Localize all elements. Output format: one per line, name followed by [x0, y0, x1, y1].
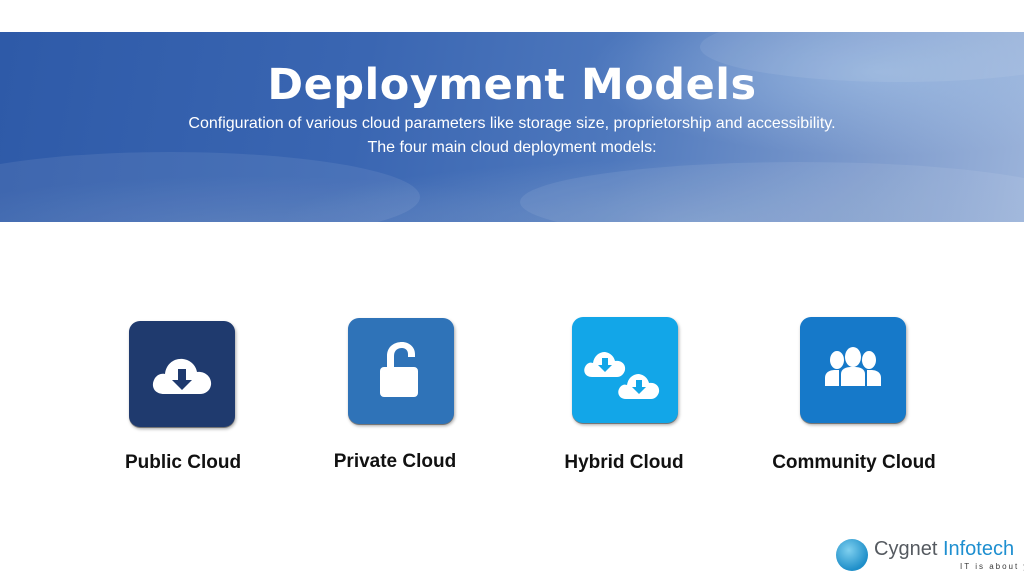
logo-name-part1: Cygnet	[874, 538, 943, 560]
swan-logo-icon	[836, 539, 868, 571]
private-cloud-label: Private Cloud	[333, 451, 457, 472]
cygnet-infotech-logo: Cygnet Infotech IT is about you	[836, 537, 1024, 573]
two-clouds-download-icon	[584, 352, 660, 399]
hybrid-cloud-label: Hybrid Cloud	[564, 452, 684, 473]
community-cloud-label: Community Cloud	[772, 452, 936, 473]
unlocked-padlock-icon	[380, 342, 418, 397]
public-cloud-label: Public Cloud	[124, 452, 242, 473]
logo-tagline: IT is about you	[960, 562, 1024, 571]
logo-name: Cygnet Infotech	[874, 538, 1014, 561]
community-cloud-tile	[800, 317, 906, 423]
cloud-download-icon	[152, 358, 212, 394]
hybrid-cloud-tile	[572, 317, 678, 423]
page-title: Deployment Models	[267, 60, 757, 110]
public-cloud-tile	[129, 321, 235, 427]
private-cloud-tile	[348, 318, 454, 424]
subtitle-line-1: Configuration of various cloud parameter…	[188, 115, 836, 132]
group-people-icon	[825, 347, 881, 386]
subtitle-line-2: The four main cloud deployment models:	[367, 139, 657, 156]
logo-name-part2: Infotech	[942, 538, 1015, 560]
header-banner	[0, 32, 1024, 222]
